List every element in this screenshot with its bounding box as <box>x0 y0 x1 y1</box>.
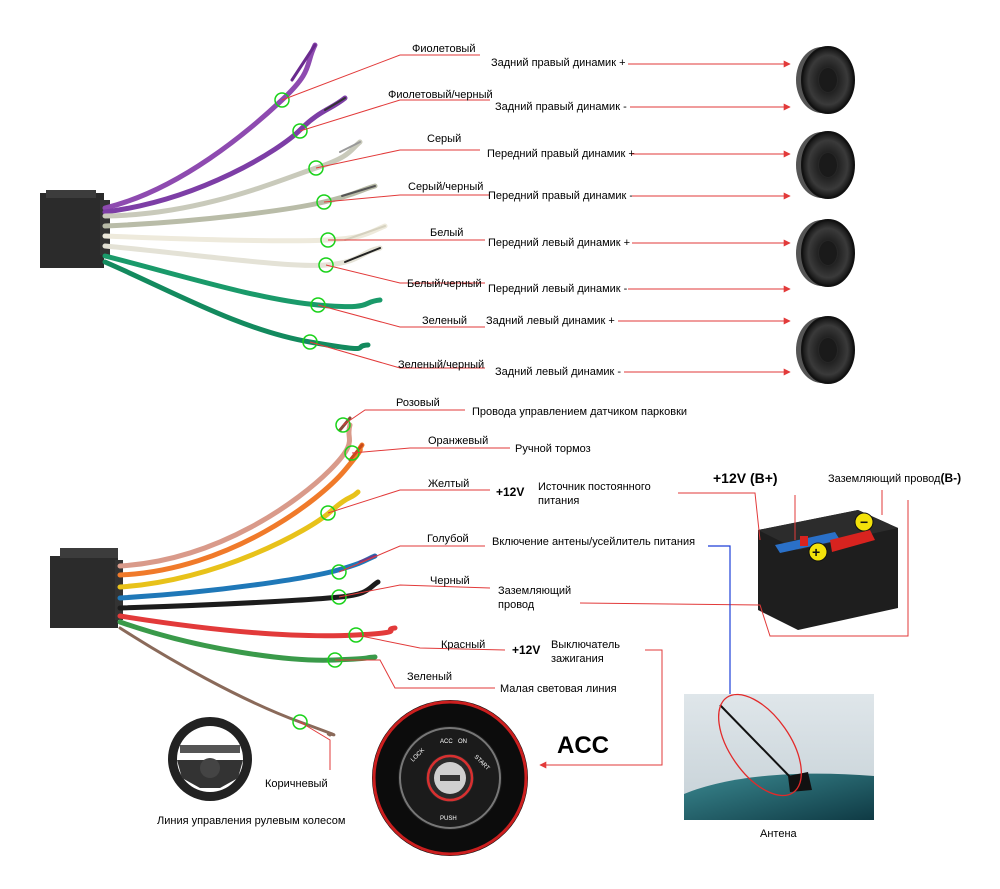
ignition-photo: LOCK ACC ON START PUSH <box>372 700 528 856</box>
function-front-right-plus: Передний правый динамик + <box>487 148 635 160</box>
wire-label-orange: Оранжевый <box>428 435 488 447</box>
function-front-right-minus: Передний правый динамик - <box>488 190 633 202</box>
function-rear-left-plus: Задний левый динамик + <box>486 315 615 327</box>
antenna-arrow <box>708 545 735 709</box>
wire-label-black: Черный <box>430 575 470 587</box>
function-constant-power-l2: питания <box>538 495 579 507</box>
speaker-front-left <box>796 219 855 287</box>
ignition-acc: ACC <box>440 739 453 745</box>
antenna-caption: Антена <box>760 828 798 840</box>
function-rear-left-minus: Задний левый динамик - <box>495 366 621 378</box>
bottom-markers <box>292 417 364 730</box>
ignition-on: ON <box>458 739 467 745</box>
speaker-rear-right <box>796 46 855 114</box>
bottom-leaders <box>327 409 510 689</box>
battery-plus-label: +12V (B+) <box>713 470 778 486</box>
wire-label-green-bottom: Зеленый <box>407 671 452 683</box>
wire-label-white: Белый <box>430 227 463 239</box>
top-labels: Фиолетовый Задний правый динамик + Фиоле… <box>388 43 635 378</box>
speaker-rear-left <box>796 316 855 384</box>
battery-leaders <box>579 490 909 637</box>
top-markers <box>274 92 336 350</box>
wire-label-yellow: Желтый <box>428 478 469 490</box>
battery-ground-suffix: (B-) <box>940 471 961 485</box>
wire-label-violet-black: Фиолетовый/черный <box>388 89 493 101</box>
function-parking-lights: Малая световая линия <box>500 683 617 695</box>
wire-label-red: Красный <box>441 639 485 651</box>
bottom-connector <box>50 548 123 628</box>
bottom-labels: Розовый Провода управлением датчиком пар… <box>157 397 695 827</box>
brown-leader <box>299 721 331 770</box>
function-rear-right-plus: Задний правый динамик + <box>491 57 626 69</box>
wire-label-gray: Серый <box>427 133 461 145</box>
function-handbrake: Ручной тормоз <box>515 443 591 455</box>
function-parking-sensor: Провода управлением датчиком парковки <box>472 406 687 418</box>
function-antenna-amp: Включение антены/усейлитель питания <box>492 536 695 548</box>
wire-label-brown: Коричневый <box>265 778 328 790</box>
wire-label-violet: Фиолетовый <box>412 43 475 55</box>
acc-arrow <box>539 649 663 769</box>
wire-label-green-black: Зеленый/черный <box>398 359 484 371</box>
wire-label-green: Зеленый <box>422 315 467 327</box>
top-leaders <box>281 54 490 369</box>
function-ignition-l1: Выключатель <box>551 639 620 651</box>
antenna-photo <box>684 693 874 820</box>
speaker-arrows <box>618 60 791 376</box>
wire-label-white-black: Белый/черный <box>407 278 482 290</box>
function-ground-l1: Заземляющий <box>498 585 571 597</box>
top-connector <box>40 190 110 268</box>
battery-ground-label: Заземляющий провод(B-) <box>828 471 961 485</box>
wire-label-pink: Розовый <box>396 397 440 409</box>
ignition-push: PUSH <box>440 816 457 822</box>
function-rear-right-minus: Задний правый динамик - <box>495 101 627 113</box>
battery: + − <box>758 510 898 630</box>
bottom-wires <box>117 416 398 737</box>
svg-text:+: + <box>812 544 820 560</box>
wire-label-blue: Голубой <box>427 533 469 545</box>
red-voltage: +12V <box>512 643 540 657</box>
function-ignition-l2: зажигания <box>551 653 604 665</box>
svg-text:−: − <box>860 514 868 530</box>
battery-ground-main: Заземляющий провод <box>828 473 941 485</box>
function-front-left-minus: Передний левый динамик - <box>488 283 628 295</box>
function-constant-power-l1: Источник постоянного <box>538 481 651 493</box>
top-wires <box>102 42 388 352</box>
speaker-front-right <box>796 131 855 199</box>
function-ground-l2: провод <box>498 599 535 611</box>
function-steering-control: Линия управления рулевым колесом <box>157 815 345 827</box>
yellow-voltage: +12V <box>496 485 524 499</box>
acc-label: ACC <box>557 732 609 759</box>
steering-wheel-icon <box>168 717 252 801</box>
function-front-left-plus: Передний левый динамик + <box>488 237 630 249</box>
wire-label-gray-black: Серый/черный <box>408 181 483 193</box>
